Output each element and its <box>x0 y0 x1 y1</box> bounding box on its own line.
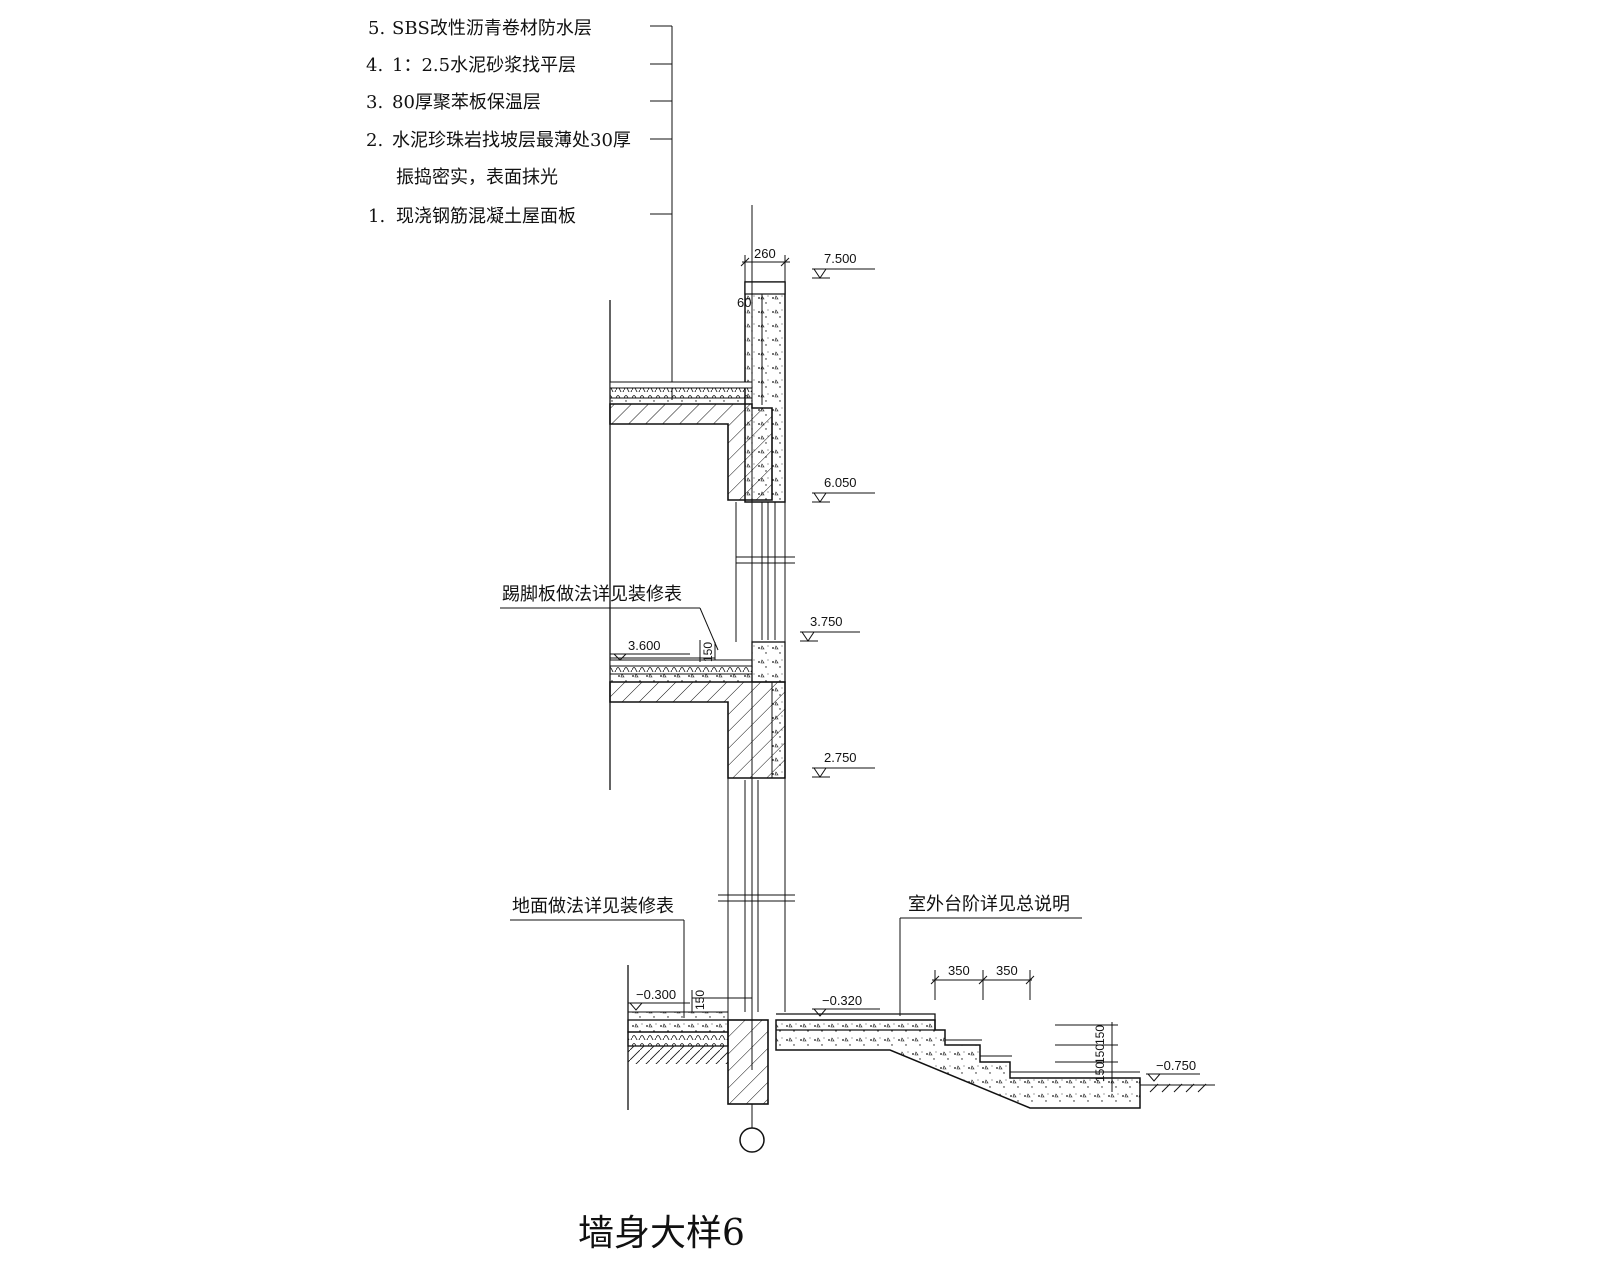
dimension-label: 350 <box>948 963 970 978</box>
layer-text: SBS改性沥青卷材防水层 <box>392 18 592 39</box>
note-text: 踢脚板做法详见装修表 <box>502 584 682 605</box>
elevation-3750: 3.750 <box>800 614 860 642</box>
elevation-minus-0300: −0.300 <box>628 987 690 1011</box>
exterior-steps <box>775 1013 1215 1109</box>
dimension-label: 150 <box>693 990 707 1010</box>
ground-floor <box>627 1011 729 1064</box>
dimension-label: 350 <box>996 963 1018 978</box>
elevation-label: 2.750 <box>824 750 857 765</box>
elevation-3600: 3.600 <box>610 638 690 661</box>
drawing-title: 墙身大样6 <box>578 1213 745 1254</box>
dimension-label: 260 <box>754 246 776 261</box>
layer-num: 4. <box>366 55 383 76</box>
elevation-minus-0750: −0.750 <box>1146 1058 1200 1082</box>
note-skirting: 踢脚板做法详见装修表 <box>500 584 719 651</box>
elevation-2750: 2.750 <box>812 750 875 778</box>
layer-text: 1：2.5水泥砂浆找平层 <box>392 55 576 76</box>
dimension-260: 260 <box>740 246 790 282</box>
window-upper <box>736 502 795 640</box>
middle-floor <box>609 641 786 779</box>
dimension-label: 150 <box>1093 1025 1107 1045</box>
layer-text: 80厚聚苯板保温层 <box>392 92 541 113</box>
dimension-150-upper: 150 <box>699 640 715 662</box>
dimension-riser-stack: 150 150 150 <box>1055 1022 1118 1092</box>
note-floor: 地面做法详见装修表 <box>510 896 685 1018</box>
dimension-350-pair: 350 350 <box>930 963 1035 1000</box>
layer-list: 5. SBS改性沥青卷材防水层 4. 1：2.5水泥砂浆找平层 3. 80厚聚苯… <box>366 18 631 227</box>
layer-num: 1. <box>368 206 385 227</box>
layer-num: 2. <box>366 130 383 151</box>
layer-text: 水泥珍珠岩找坡层最薄处30厚 <box>392 130 631 151</box>
window-lower <box>718 780 795 1012</box>
axis-bubble <box>739 1127 765 1153</box>
layer-num: 3. <box>366 92 383 113</box>
dimension-label: 150 <box>701 642 715 662</box>
dimension-label: 60 <box>737 295 751 310</box>
elevation-label: 3.600 <box>628 638 661 653</box>
dimension-60: 60 <box>737 282 753 310</box>
elevation-6050: 6.050 <box>812 475 875 503</box>
elevation-label: −0.300 <box>636 987 676 1002</box>
dimension-label: 150 <box>1093 1044 1107 1064</box>
footing-wall <box>727 1019 769 1153</box>
elevation-markers: 7.500 6.050 3.750 2.750 3.600 <box>610 251 1200 1082</box>
layer-text: 现浇钢筋混凝土屋面板 <box>396 206 576 227</box>
elevation-minus-0320: −0.320 <box>812 993 880 1017</box>
dimension-label: 150 <box>1093 1062 1107 1082</box>
dimension-150-lower: 150 <box>691 990 752 1012</box>
elevation-label: 3.750 <box>810 614 843 629</box>
layer-leader-lines <box>650 25 673 400</box>
wall-faces <box>727 502 786 1012</box>
note-text: 室外台阶详见总说明 <box>908 894 1070 915</box>
elevation-label: −0.320 <box>822 993 862 1008</box>
note-steps: 室外台阶详见总说明 <box>899 894 1082 1016</box>
dimensions: 260 60 150 150 350 350 <box>691 246 1118 1092</box>
roof-slab-beam <box>609 403 773 501</box>
ground-hatch <box>1149 1083 1207 1093</box>
elevation-label: 6.050 <box>824 475 857 490</box>
elevation-label: 7.500 <box>824 251 857 266</box>
note-text: 地面做法详见装修表 <box>512 896 674 917</box>
elevation-7500: 7.500 <box>812 251 875 279</box>
roof-buildup <box>609 381 753 405</box>
layer-num: 5. <box>368 18 385 39</box>
elevation-label: −0.750 <box>1156 1058 1196 1073</box>
layer-text: 振捣密实，表面抹光 <box>396 167 558 188</box>
